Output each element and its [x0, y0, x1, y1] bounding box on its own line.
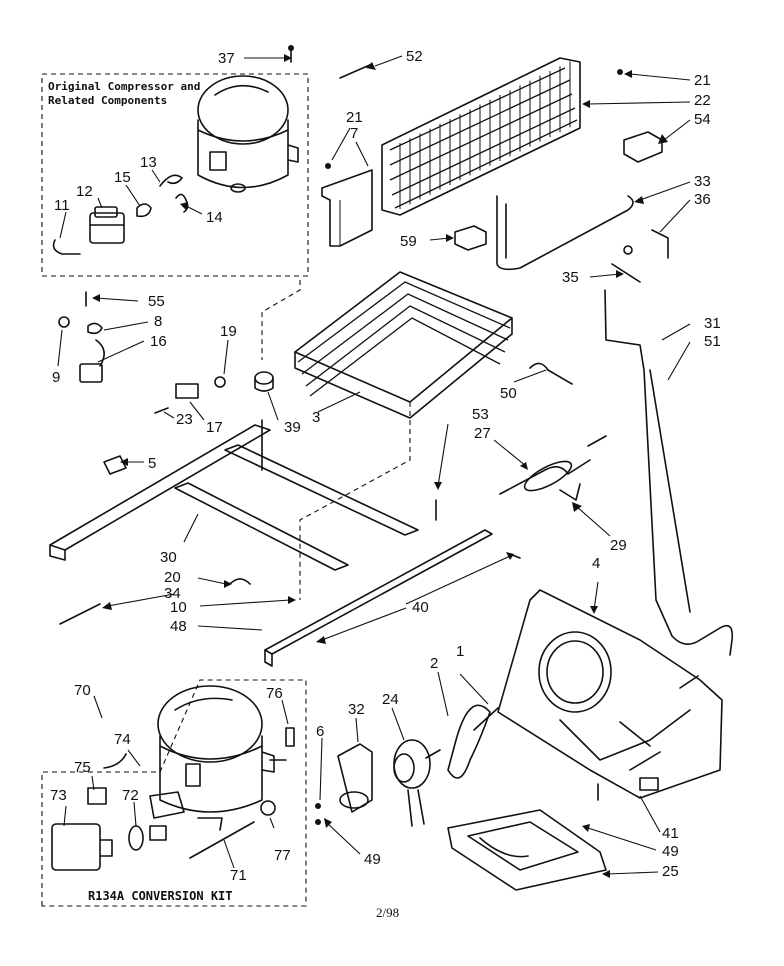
callout-53: 53 — [472, 406, 489, 423]
part-21-screw-left — [325, 163, 331, 169]
part-2-fan-blade — [447, 704, 499, 779]
callout-31: 31 — [704, 315, 721, 332]
part-33-tube — [496, 195, 669, 283]
callout-59: 59 — [400, 233, 417, 250]
callout-16: 16 — [150, 333, 167, 350]
callout-27: 27 — [474, 425, 491, 442]
callout-76: 76 — [266, 685, 283, 702]
callout-32: 32 — [348, 701, 365, 718]
callout-70: 70 — [74, 682, 91, 699]
callout-9: 9 — [52, 369, 60, 386]
kit-compressor — [149, 685, 275, 831]
callout-55: 55 — [148, 293, 165, 310]
part-17-terminal — [154, 376, 226, 414]
callout-10: 10 — [170, 599, 187, 616]
conversion-kit-box: R134A CONVERSION KIT — [41, 679, 307, 907]
callout-5: 5 — [148, 455, 156, 472]
original-box-title-line2: Related Components — [48, 94, 167, 107]
callout-75: 75 — [74, 759, 91, 776]
part-32-motor-bracket — [337, 743, 373, 813]
part-34-capillary — [59, 603, 101, 625]
part-31-tube — [604, 289, 734, 689]
part-27-drier — [499, 435, 607, 501]
defrost-thermostat-parts — [58, 291, 105, 383]
part-52-tube — [339, 63, 373, 79]
condenser-coil — [381, 57, 581, 216]
callout-13: 13 — [140, 154, 157, 171]
callout-35: 35 — [562, 269, 579, 286]
callout-23: 23 — [176, 411, 193, 428]
part-59-clip — [454, 225, 487, 251]
callout-3: 3 — [312, 409, 320, 426]
callout-71: 71 — [230, 867, 247, 884]
callout-30: 30 — [160, 549, 177, 566]
callout-52: 52 — [406, 48, 423, 65]
part-37-screw — [261, 45, 301, 360]
callout-19: 19 — [220, 323, 237, 340]
part-39-grommet — [254, 371, 274, 392]
callout-8: 8 — [154, 313, 162, 330]
callout-14: 14 — [206, 209, 223, 226]
callout-21-left: 21 — [346, 109, 363, 126]
callout-40: 40 — [412, 599, 429, 616]
callout-37: 37 — [218, 50, 235, 67]
callout-29: 29 — [610, 537, 627, 554]
base-frame-rails — [49, 419, 419, 585]
condenser-bracket — [321, 169, 373, 247]
callout-2: 2 — [430, 655, 438, 672]
callout-1: 1 — [456, 643, 464, 660]
callout-25: 25 — [662, 863, 679, 880]
callout-12: 12 — [76, 183, 93, 200]
conversion-kit-title: R134A CONVERSION KIT — [88, 889, 233, 903]
original-box-title-line1: Original Compressor and — [48, 80, 200, 93]
callout-4: 4 — [592, 555, 600, 572]
part-25-drain-pan — [447, 809, 607, 891]
callout-7: 7 — [350, 125, 358, 142]
kit-parts — [51, 727, 295, 871]
part-21-screw — [617, 69, 623, 75]
callout-11: 11 — [54, 197, 70, 214]
callout-72: 72 — [122, 787, 139, 804]
callout-22: 22 — [694, 92, 711, 109]
callout-33: 33 — [694, 173, 711, 190]
callout-77: 77 — [274, 847, 291, 864]
callout-leaders — [57, 54, 691, 878]
callout-51: 51 — [704, 333, 721, 350]
callout-15: 15 — [114, 169, 131, 186]
callout-48: 48 — [170, 618, 187, 635]
callout-74: 74 — [114, 731, 131, 748]
revision-date: 2/98 — [376, 905, 399, 920]
fan-mounting-bracket — [497, 589, 723, 801]
original-compressor — [197, 75, 299, 193]
part-6-screw — [315, 803, 321, 825]
part-40-rail — [264, 499, 521, 667]
callout-49-right: 49 — [662, 843, 679, 860]
evaporator-coil — [294, 271, 513, 600]
callout-6: 6 — [316, 723, 324, 740]
callout-17: 17 — [206, 419, 223, 436]
callout-39: 39 — [284, 419, 301, 436]
original-compressor-box: Original Compressor and Related Componen… — [41, 73, 309, 277]
callout-numbers: 37 52 21 22 54 21 7 13 15 12 11 14 33 36… — [50, 48, 721, 884]
callout-50: 50 — [500, 385, 517, 402]
callout-21: 21 — [694, 72, 711, 89]
part-54-block — [623, 131, 663, 163]
callout-73: 73 — [50, 787, 67, 804]
callout-41: 41 — [662, 825, 679, 842]
original-relay-parts — [52, 174, 189, 255]
callout-36: 36 — [694, 191, 711, 208]
callout-54: 54 — [694, 111, 711, 128]
callout-20: 20 — [164, 569, 181, 586]
callout-34: 34 — [164, 585, 181, 602]
callout-49: 49 — [364, 851, 381, 868]
part-24-fan-motor — [393, 739, 441, 827]
callout-24: 24 — [382, 691, 399, 708]
part-50-hook — [529, 362, 573, 385]
